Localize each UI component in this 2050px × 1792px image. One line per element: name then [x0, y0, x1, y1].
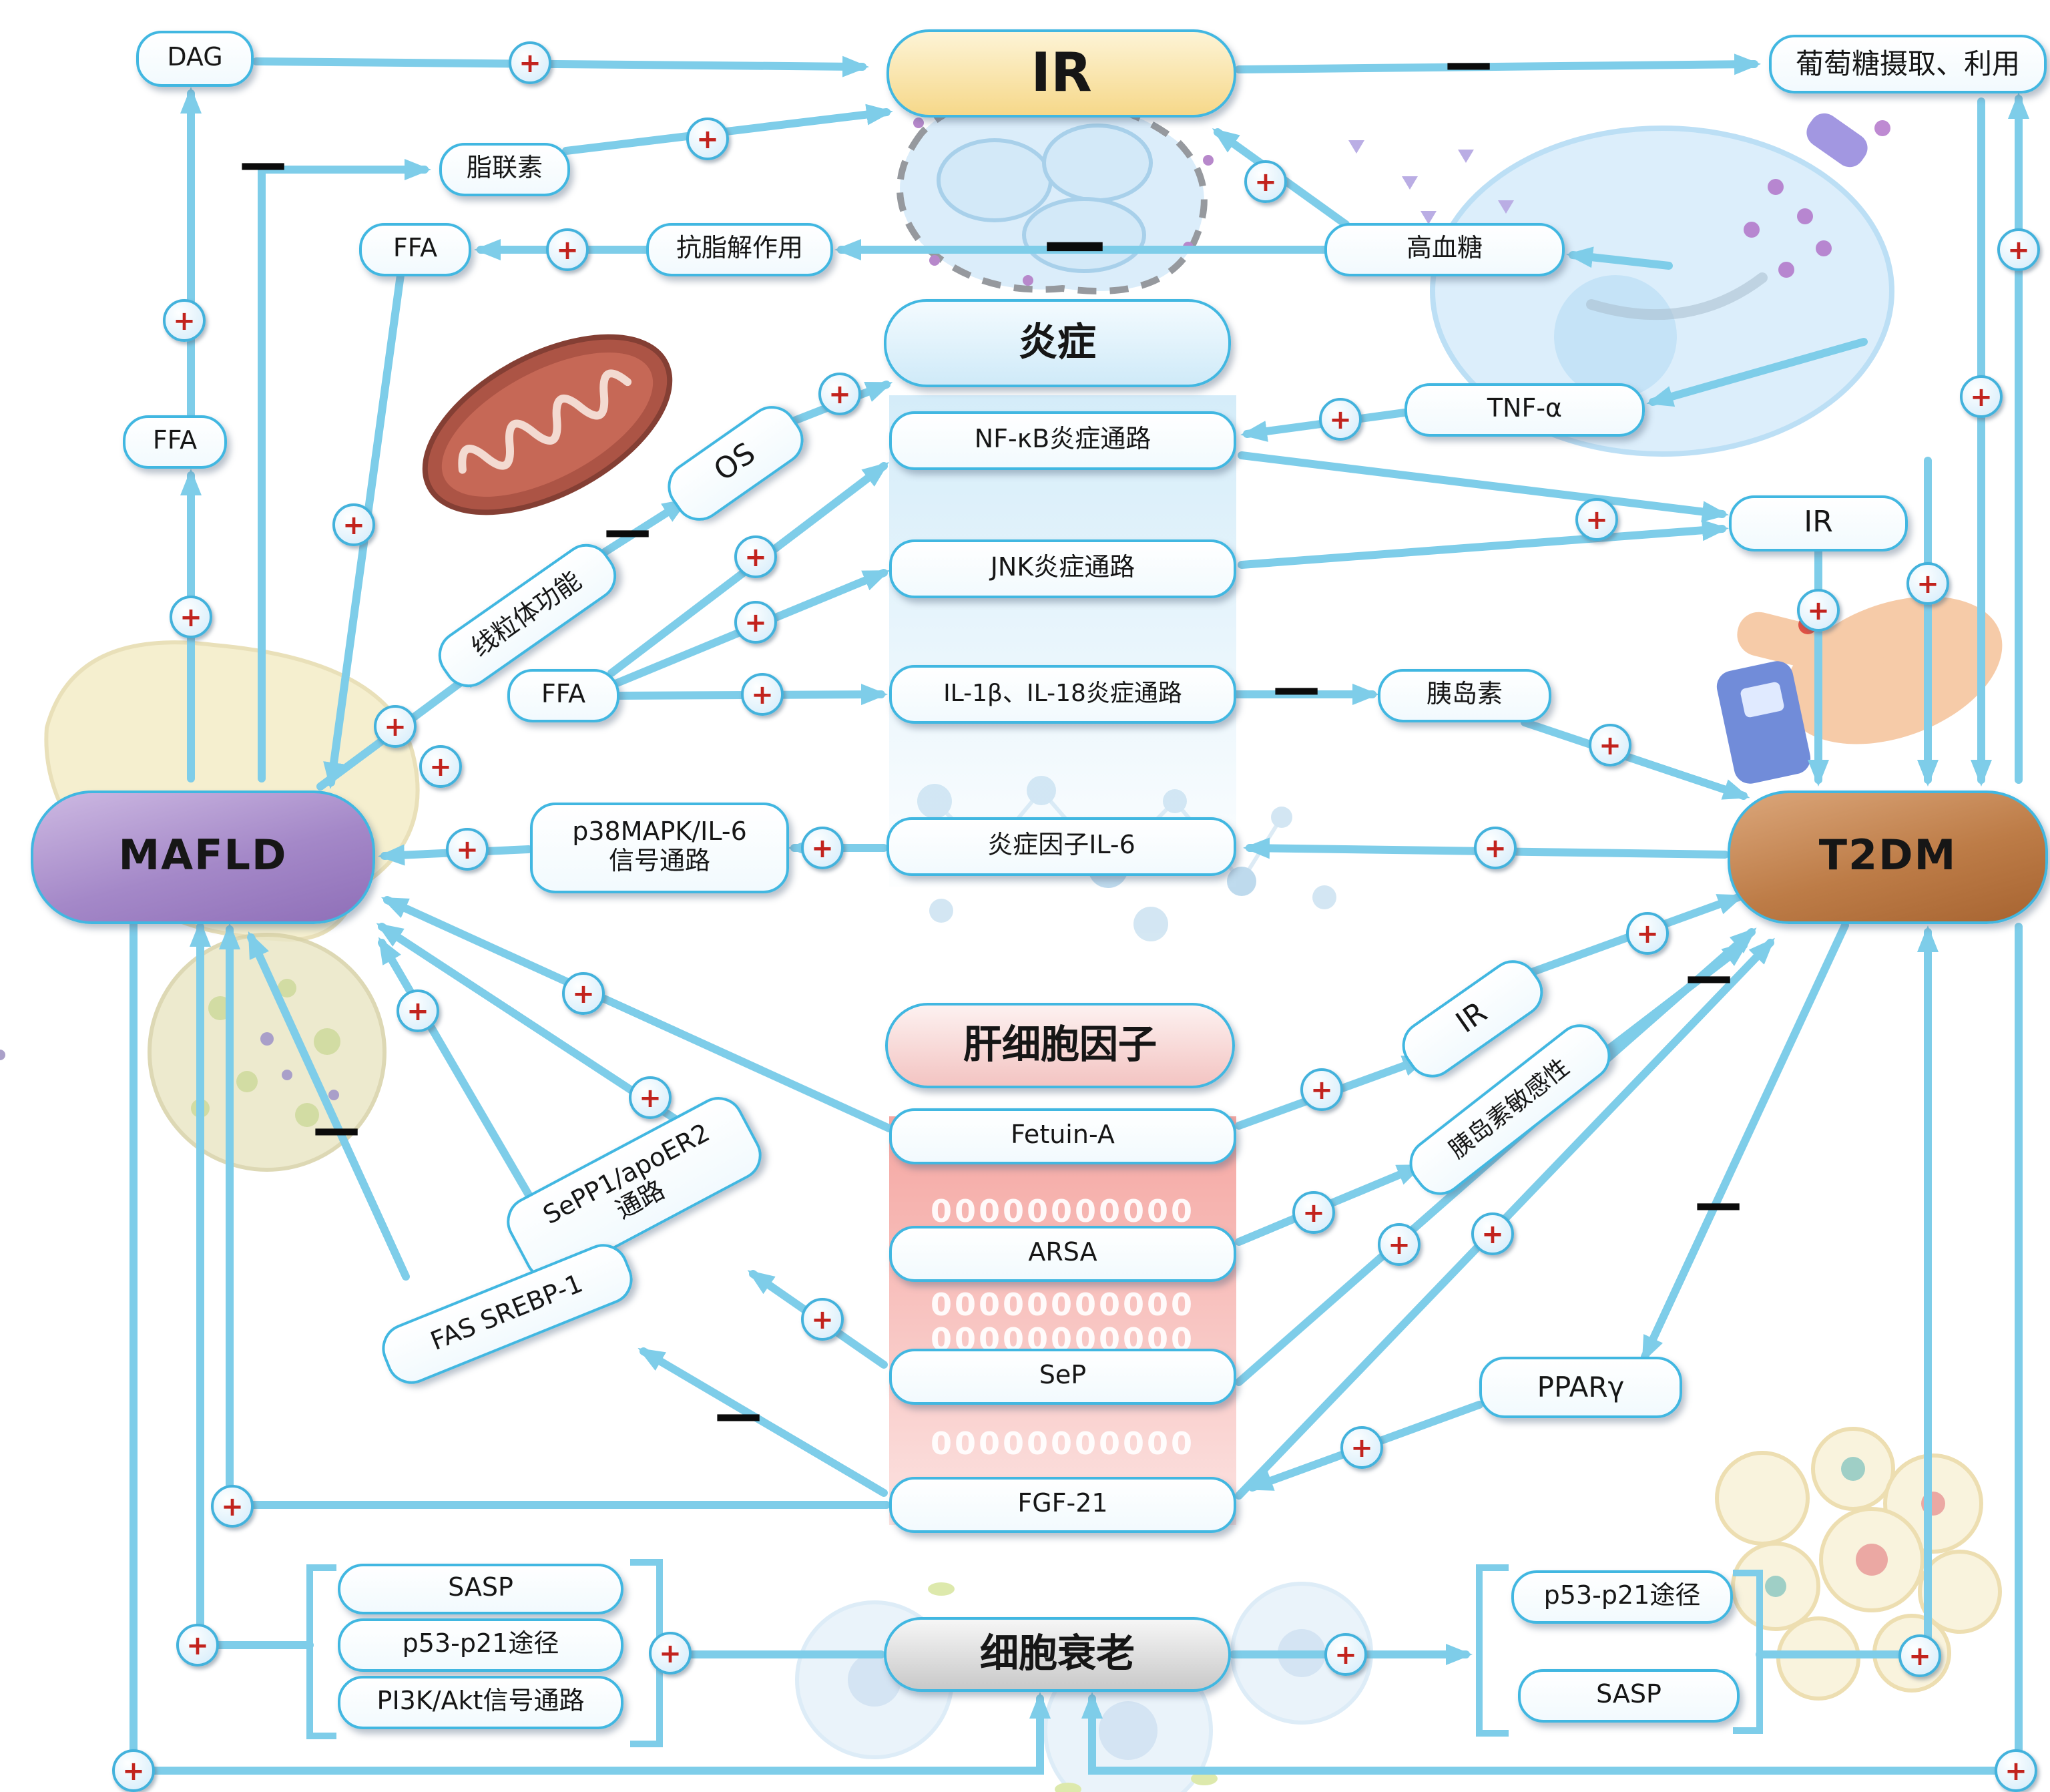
plus-sign: + — [1378, 1223, 1421, 1266]
plus-sign: + — [163, 299, 206, 342]
plus-sign: + — [1997, 228, 2040, 271]
plus-sign: + — [1319, 398, 1362, 441]
minus-sign: − — [234, 131, 292, 200]
plus-sign: + — [1324, 1633, 1367, 1676]
plus-sign: + — [1244, 160, 1287, 203]
plus-sign: + — [801, 827, 844, 869]
node-ffa-mid: FFA — [507, 669, 619, 722]
plus-sign: + — [509, 41, 551, 84]
plus-sign: + — [1340, 1426, 1383, 1469]
node-adiponectin: 脂联素 — [439, 143, 570, 196]
node-il1b-il18-pathway: IL-1β、IL-18炎症通路 — [889, 665, 1236, 724]
node-p53-p21-left: p53-p21途径 — [338, 1618, 623, 1672]
node-fetuin-a: Fetuin-A — [889, 1108, 1236, 1164]
plus-sign: + — [176, 1624, 219, 1666]
zeros-row: 00000000000 — [930, 1427, 1196, 1462]
minus-sign: − — [1680, 944, 1738, 1013]
plus-sign: + — [1960, 375, 2003, 418]
minus-sign: − — [308, 1096, 365, 1165]
plus-sign: + — [1471, 1212, 1514, 1255]
zeros-row: 00000000000 — [930, 1289, 1196, 1323]
plus-sign: + — [818, 373, 861, 415]
plus-sign: + — [686, 118, 729, 160]
plus-sign: + — [1589, 724, 1631, 766]
plus-sign: + — [211, 1485, 254, 1528]
plus-sign: + — [1626, 912, 1669, 955]
mitochondrion-illustration — [422, 334, 673, 515]
node-ir-top: IR — [886, 29, 1236, 118]
minus-sign: − — [710, 1382, 767, 1451]
plus-sign: + — [546, 228, 589, 271]
plus-sign: + — [374, 705, 417, 748]
plus-sign: + — [734, 601, 777, 644]
node-p38mapk-il6-pathway: p38MAPK/IL-6 信号通路 — [530, 803, 789, 893]
plus-sign: + — [1906, 562, 1949, 605]
node-il6: 炎症因子IL-6 — [886, 817, 1236, 876]
node-sasp-left: SASP — [338, 1564, 623, 1614]
plus-sign: + — [1797, 589, 1840, 632]
node-mafld: MAFLD — [31, 791, 375, 924]
node-t2dm: T2DM — [1728, 791, 2048, 924]
node-sep: SeP — [889, 1349, 1236, 1405]
plus-sign: + — [1575, 498, 1618, 541]
plus-sign: + — [1300, 1068, 1343, 1111]
plus-sign: + — [332, 503, 375, 546]
plus-sign: + — [1292, 1191, 1335, 1234]
minus-sign: − — [1440, 31, 1497, 99]
plus-sign: + — [741, 673, 784, 716]
plus-sign: + — [1898, 1634, 1941, 1677]
plus-sign: + — [1995, 1749, 2037, 1792]
plus-sign: + — [1474, 827, 1517, 869]
inflammation-band — [889, 395, 1236, 887]
plus-sign: + — [397, 989, 439, 1032]
plus-sign: + — [446, 828, 489, 871]
node-tnf-alpha: TNF-α — [1404, 383, 1645, 437]
plus-sign: + — [629, 1076, 672, 1119]
plus-sign: + — [801, 1298, 844, 1341]
node-p53-p21-right: p53-p21途径 — [1511, 1570, 1733, 1624]
node-jnk-pathway: JNK炎症通路 — [889, 539, 1236, 598]
node-antilipolysis: 抗脂解作用 — [646, 223, 833, 276]
plus-sign: + — [562, 972, 605, 1015]
node-inflammation: 炎症 — [884, 299, 1231, 387]
node-insulin: 胰岛素 — [1378, 669, 1551, 722]
plus-sign: + — [170, 596, 212, 638]
node-glucose-uptake: 葡萄糖摄取、利用 — [1769, 35, 2047, 93]
glucometer-hand-illustration — [1716, 596, 2003, 784]
hepatokine-band — [889, 1116, 1236, 1525]
node-ffa-left: FFA — [123, 415, 227, 469]
plus-sign: + — [419, 745, 462, 788]
zeros-row: 00000000000 — [930, 1195, 1196, 1230]
node-nfkb-pathway: NF-κB炎症通路 — [889, 411, 1236, 470]
node-arsa: ARSA — [889, 1226, 1236, 1282]
node-senescence: 细胞衰老 — [884, 1617, 1231, 1692]
node-ir-right: IR — [1729, 495, 1908, 551]
plus-sign: + — [734, 535, 777, 578]
node-sasp-right: SASP — [1518, 1669, 1740, 1723]
node-ffa-top: FFA — [359, 223, 471, 276]
node-dag: DAG — [136, 31, 254, 87]
node-pi3k-akt: PI3K/Akt信号通路 — [338, 1676, 623, 1729]
minus-sign: − — [1690, 1171, 1747, 1240]
minus-sign: − — [599, 498, 656, 567]
cell-illustration — [1348, 113, 1894, 457]
node-fgf21: FGF-21 — [889, 1477, 1236, 1533]
plus-sign: + — [649, 1632, 692, 1674]
node-hyperglycemia: 高血糖 — [1324, 223, 1565, 276]
minus-sign: − — [1268, 656, 1325, 724]
minus-sign: − — [1037, 198, 1112, 290]
plus-sign: + — [112, 1749, 155, 1792]
node-hepatokines: 肝细胞因子 — [885, 1003, 1235, 1088]
node-ppar-gamma: PPARγ — [1479, 1357, 1682, 1418]
